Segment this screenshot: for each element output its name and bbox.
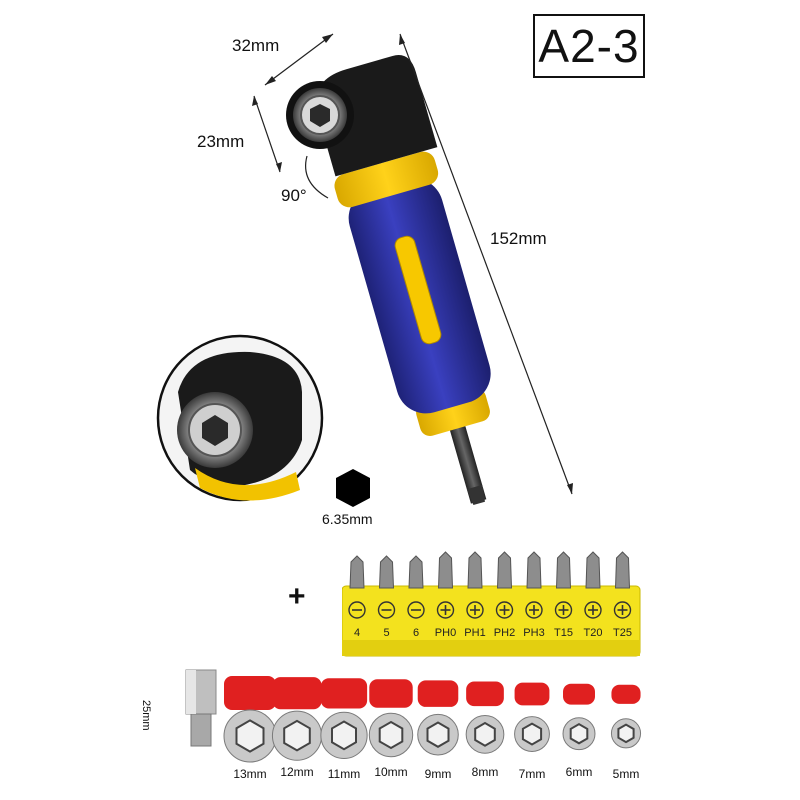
bit	[408, 555, 424, 589]
socket-hex	[474, 721, 496, 747]
bit	[526, 551, 542, 589]
socket-cap	[272, 677, 322, 710]
socket-size-label: 6mm	[565, 765, 593, 779]
bit-symbol	[436, 601, 455, 619]
bit-symbol	[495, 601, 514, 619]
screwdriver-body	[315, 55, 491, 506]
bit-symbol	[554, 601, 573, 619]
bit	[614, 551, 631, 589]
bit-label: PH1	[464, 627, 486, 639]
bit-label: T25	[613, 627, 632, 639]
socket-adapter	[185, 669, 217, 747]
socket-cap	[369, 679, 413, 708]
socket-size-label: 13mm	[233, 767, 267, 781]
bit-symbol	[525, 601, 543, 619]
length-label: 152mm	[490, 229, 547, 248]
bit	[496, 551, 513, 589]
bit-label: T15	[554, 627, 573, 639]
socket-hex	[426, 721, 450, 748]
head-height-label: 23mm	[197, 132, 245, 151]
socket-cap	[466, 681, 504, 707]
adapter-length-label: 25mm	[140, 700, 152, 731]
bit-set: 4 5 6 PH0 PH1 PH2 PH3 T15 T20 T25	[342, 548, 642, 658]
hex-size-label: 6.35mm	[322, 511, 373, 527]
socket-size-label: 7mm	[518, 767, 546, 781]
bit-symbol	[348, 601, 366, 619]
bit-label: PH0	[434, 627, 457, 639]
socket-size-label: 5mm	[612, 767, 640, 781]
bit-symbol	[613, 601, 632, 619]
socket-size-label: 11mm	[327, 767, 361, 781]
bit-label: 6	[412, 627, 420, 639]
bit	[585, 551, 601, 589]
bit-label: PH2	[493, 627, 516, 639]
bit-label: 4	[353, 627, 361, 639]
head-width-label: 32mm	[232, 36, 280, 55]
bit	[349, 555, 365, 589]
bit-symbol	[466, 601, 484, 619]
socket-hex	[378, 720, 404, 750]
bit	[378, 555, 395, 589]
bit-symbol	[584, 601, 602, 619]
socket-illustration	[223, 676, 642, 763]
screwdriver-illustration	[156, 33, 573, 507]
socket-cap	[417, 680, 459, 707]
socket-size-label: 9mm	[424, 767, 452, 781]
bit-label: PH3	[523, 627, 545, 639]
angle-label: 90°	[281, 186, 307, 205]
socket-cap	[563, 683, 595, 705]
socket-hex	[331, 720, 357, 751]
socket-cap	[611, 684, 641, 704]
socket-hex	[235, 719, 265, 753]
bit-symbol	[407, 601, 425, 619]
socket-set: 13mm 12mm 11mm 10mm 9mm 8mm 7mm 6mm 5mm	[220, 668, 660, 788]
bit-label: 5	[383, 627, 390, 639]
socket-hex	[283, 719, 311, 752]
socket-cap	[224, 676, 276, 710]
socket-cap	[320, 678, 368, 709]
socket-size-label: 8mm	[471, 765, 499, 779]
socket-hex	[617, 723, 635, 744]
bit-symbol	[377, 601, 396, 619]
bit	[555, 551, 572, 589]
bit	[437, 551, 454, 589]
socket-cap	[514, 682, 550, 706]
socket-hex	[521, 722, 543, 746]
bit-holder-illustration	[342, 551, 641, 657]
model-badge: A2-3	[533, 14, 645, 78]
socket-size-label: 12mm	[280, 765, 314, 779]
plus-sign: +	[288, 580, 306, 613]
bit-label: T20	[583, 627, 603, 639]
socket-size-label: 10mm	[374, 765, 408, 779]
bit	[467, 551, 483, 589]
socket-hex	[569, 722, 589, 745]
hex-icon	[336, 469, 370, 507]
